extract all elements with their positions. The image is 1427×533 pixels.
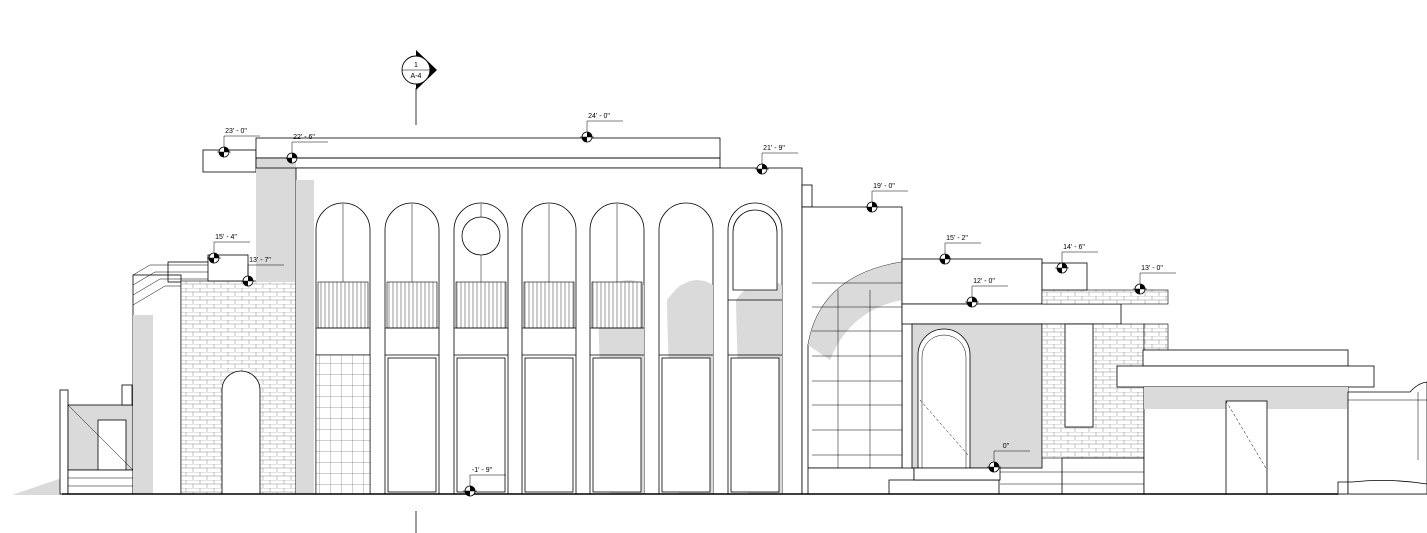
level-label: 14' - 6" xyxy=(1063,244,1085,251)
level-label: 15' - 4" xyxy=(215,234,237,241)
level-marker: 19' - 0" xyxy=(865,183,908,213)
section-marker: 1 A-4 xyxy=(401,50,437,533)
level-label: 21' - 9" xyxy=(763,145,785,152)
right-pavilion xyxy=(1116,349,1427,495)
arch-bay xyxy=(521,202,577,495)
level-label: 0" xyxy=(1003,443,1010,450)
level-marker: 14' - 6" xyxy=(1055,244,1098,274)
curved-glass-block xyxy=(801,206,915,495)
arch-bay xyxy=(384,202,440,495)
level-marker: 13' - 7" xyxy=(241,257,284,287)
arch-bay xyxy=(315,202,371,495)
level-markers: 23' - 0" 22' - 6" 24' - 0" 21' - 9" 19' - 0"… xyxy=(207,113,1176,497)
right-volumes xyxy=(888,258,1169,495)
level-label: 13' - 7" xyxy=(249,257,271,264)
level-label: -1' - 9" xyxy=(472,467,493,474)
level-marker: 23' - 0" xyxy=(217,128,260,158)
arch-bay xyxy=(658,202,714,495)
arch-bay xyxy=(727,202,783,495)
arch-bay xyxy=(589,202,645,495)
level-marker: 0" xyxy=(987,443,1030,473)
left-stair-block xyxy=(132,261,214,495)
section-number: 1 xyxy=(414,62,418,69)
arch-bay xyxy=(453,202,509,495)
left-outbuilding xyxy=(59,384,134,495)
level-marker: 12' - 0" xyxy=(965,278,1008,308)
level-label: 19' - 0" xyxy=(873,183,895,190)
level-marker: -1' - 9" xyxy=(463,467,506,497)
level-label: 23' - 0" xyxy=(225,128,247,135)
level-marker: 24' - 0" xyxy=(580,113,623,143)
level-label: 12' - 0" xyxy=(973,278,995,285)
level-label: 24' - 0" xyxy=(588,113,610,120)
level-label: 13' - 0" xyxy=(1141,265,1163,272)
left-brick-tower xyxy=(180,254,297,495)
upper-cantilever xyxy=(202,137,721,282)
level-marker: 21' - 9" xyxy=(755,145,798,175)
level-marker: 15' - 2" xyxy=(938,235,981,265)
level-marker: 22' - 6" xyxy=(285,134,328,164)
level-marker: 13' - 0" xyxy=(1133,265,1176,295)
level-label: 15' - 2" xyxy=(946,235,968,242)
level-label: 22' - 6" xyxy=(293,134,315,141)
level-marker: 15' - 4" xyxy=(207,234,250,264)
arch-bays xyxy=(315,202,783,495)
section-sheet: A-4 xyxy=(411,73,422,80)
